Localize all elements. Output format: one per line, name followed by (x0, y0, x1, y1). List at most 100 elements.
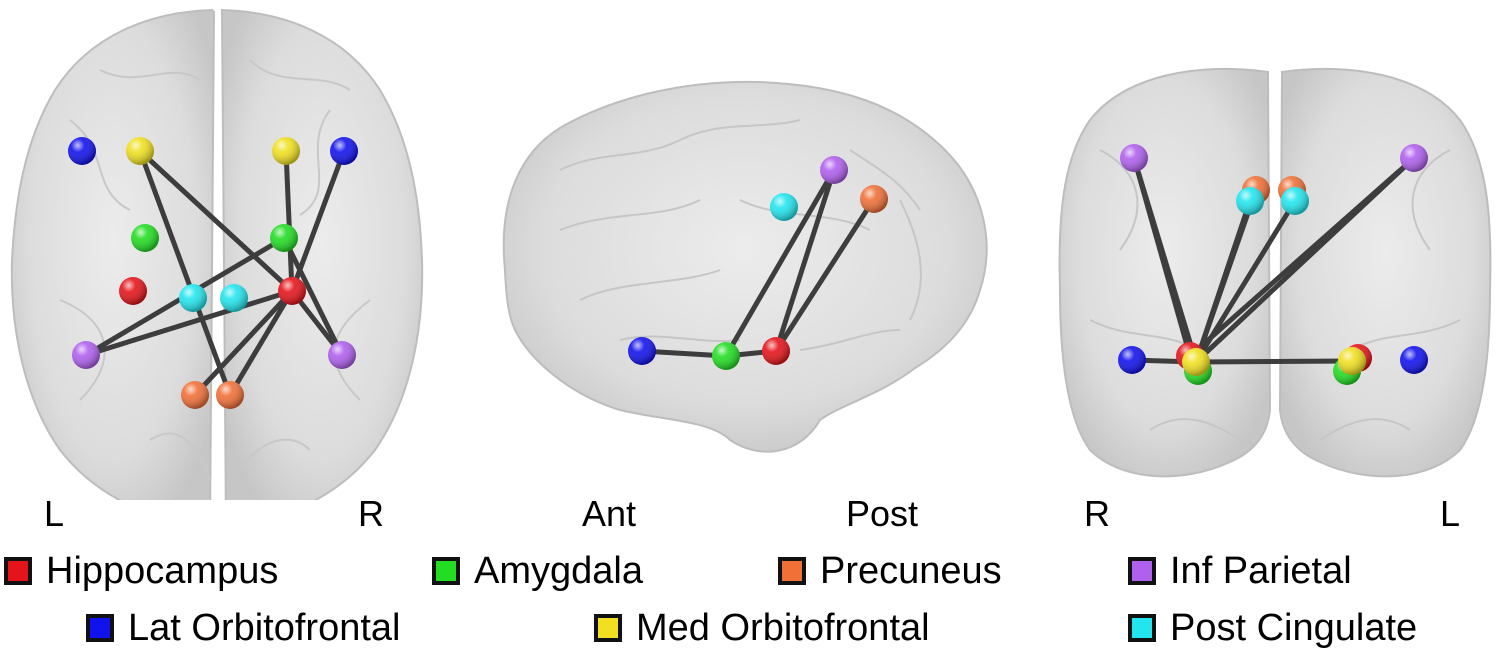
axial-right-hemisphere (221, 8, 424, 500)
coronal-right-label: R (1084, 493, 1110, 534)
axial-edge-hippocampus-r-precuneus-l (192, 288, 295, 398)
coronal-gyri (1089, 149, 1461, 441)
axial-edge-hippocampus-r-inf-parietal-l (83, 288, 295, 358)
sagittal-node-amygdala (712, 342, 740, 370)
axial-node-lat-orbitofrontal-r (330, 137, 358, 165)
sagittal-edges (639, 167, 877, 359)
axial-node-inf-parietal-r (328, 341, 356, 369)
axial-node-post-cingulate-r (220, 284, 248, 312)
legend-label-hippocampus: Hippocampus (46, 549, 279, 592)
axial-edge-amygdala-r-inf-parietal-r (281, 235, 345, 358)
axial-nodes (68, 137, 358, 409)
sagittal-node-inf-parietal (820, 156, 848, 184)
coronal-left-label: L (1440, 493, 1461, 534)
coronal-node-post-cingulate-l (1281, 187, 1309, 215)
axial-node-hippocampus-l (119, 277, 147, 305)
sagittal-posterior-label: Post (846, 493, 919, 534)
sagittal-brain-outline (502, 80, 988, 453)
sagittal-node-shine-post-cingulate (770, 193, 798, 221)
axial-node-amygdala-l (131, 224, 159, 252)
axial-node-shine-lat-orbitofrontal-r (330, 137, 358, 165)
coronal-node-inf-parietal-r (1120, 144, 1148, 172)
coronal-edge-med-orbitofrontal-r-inf-parietal-r (1131, 155, 1199, 365)
axial-view (10, 8, 424, 500)
legend-swatch-hippocampus (4, 557, 32, 585)
sagittal-node-shine-lat-orbitofrontal (628, 337, 656, 365)
legend-label-inf-parietal: Inf Parietal (1170, 549, 1352, 592)
coronal-node-post-cingulate-r (1236, 187, 1264, 215)
legend-label-lat-orbitofrontal: Lat Orbitofrontal (128, 606, 401, 649)
sagittal-edge-amygdala-inf-parietal (723, 167, 837, 359)
coronal-view (1058, 67, 1492, 478)
sagittal-edge-lat-orbitofrontal-amygdala (639, 348, 729, 359)
axial-edge-med-orbitofrontal-r-hippocampus-r (283, 148, 295, 294)
axial-node-shine-precuneus-l (181, 381, 209, 409)
coronal-node-shine-med-orbitofrontal-r (1182, 348, 1210, 376)
axial-node-med-orbitofrontal-r (272, 137, 300, 165)
sagittal-anterior-label: Ant (582, 493, 637, 534)
coronal-node-lat-orbitofrontal-r (1118, 346, 1146, 374)
axial-edge-med-orbitofrontal-l-precuneus-r (137, 148, 233, 398)
axial-left-hemisphere (10, 8, 216, 500)
axial-node-shine-med-orbitofrontal-l (126, 137, 154, 165)
legend-item-post-cingulate: Post Cingulate (1128, 603, 1417, 653)
axial-edge-med-orbitofrontal-l-hippocampus-r (137, 148, 295, 294)
axial-node-inf-parietal-l (72, 341, 100, 369)
sagittal-node-shine-inf-parietal (820, 156, 848, 184)
coronal-node-lat-orbitofrontal-l (1400, 346, 1428, 374)
coronal-edge-hippocampus-r-inf-parietal-l (1187, 155, 1417, 359)
coronal-node-shine-med-orbitofrontal-l (1338, 347, 1366, 375)
axial-node-shine-med-orbitofrontal-r (272, 137, 300, 165)
coronal-node-med-orbitofrontal-r (1182, 348, 1210, 376)
axial-right-label: R (358, 493, 384, 534)
sagittal-node-shine-amygdala (712, 342, 740, 370)
coronal-edges (1129, 155, 1417, 365)
coronal-nodes (1118, 144, 1428, 385)
axial-node-post-cingulate-l (179, 284, 207, 312)
axial-node-shine-lat-orbitofrontal-l (68, 137, 96, 165)
legend-swatch-precuneus (778, 557, 806, 585)
legend-label-amygdala: Amygdala (474, 549, 643, 592)
legend-swatch-inf-parietal (1128, 557, 1156, 585)
coronal-node-inf-parietal-l (1400, 144, 1428, 172)
sagittal-node-precuneus (860, 185, 888, 213)
axial-node-shine-hippocampus-l (119, 277, 147, 305)
sagittal-node-post-cingulate (770, 193, 798, 221)
coronal-node-shine-post-cingulate-r (1236, 187, 1264, 215)
legend-label-precuneus: Precuneus (820, 549, 1002, 592)
axial-left-label: L (44, 493, 65, 534)
axial-node-shine-post-cingulate-l (179, 284, 207, 312)
sagittal-nodes (628, 156, 888, 370)
axial-node-shine-post-cingulate-r (220, 284, 248, 312)
axial-node-shine-amygdala-r (270, 224, 298, 252)
legend-row-1: Hippocampus Amygdala Precuneus Inf Parie… (0, 546, 1500, 596)
legend-label-med-orbitofrontal: Med Orbitofrontal (636, 606, 930, 649)
axial-edge-hippocampus-r-precuneus-r (227, 288, 295, 398)
legend-swatch-med-orbitofrontal (594, 614, 622, 642)
legend-item-amygdala: Amygdala (432, 546, 643, 596)
coronal-edge-med-orbitofrontal-r-precuneus-r (1193, 187, 1259, 365)
sagittal-view (502, 80, 988, 453)
sagittal-node-shine-precuneus (860, 185, 888, 213)
coronal-node-shine-post-cingulate-l (1281, 187, 1309, 215)
axial-node-precuneus-r (216, 381, 244, 409)
axial-node-hippocampus-r (278, 277, 306, 305)
coronal-left-hemisphere (1278, 67, 1492, 478)
legend-label-post-cingulate: Post Cingulate (1170, 606, 1418, 649)
sagittal-node-shine-hippocampus (762, 337, 790, 365)
legend-item-med-orbitofrontal: Med Orbitofrontal (594, 603, 930, 653)
axial-node-med-orbitofrontal-l (126, 137, 154, 165)
sagittal-edge-hippocampus-precuneus (773, 196, 877, 354)
axial-node-lat-orbitofrontal-l (68, 137, 96, 165)
axial-node-shine-inf-parietal-l (72, 341, 100, 369)
legend-item-hippocampus: Hippocampus (4, 546, 278, 596)
coronal-node-shine-inf-parietal-l (1400, 144, 1428, 172)
coronal-node-shine-lat-orbitofrontal-l (1400, 346, 1428, 374)
coronal-node-shine-lat-orbitofrontal-r (1118, 346, 1146, 374)
axial-node-shine-precuneus-r (216, 381, 244, 409)
sagittal-node-lat-orbitofrontal (628, 337, 656, 365)
sagittal-node-hippocampus (762, 337, 790, 365)
axial-node-shine-amygdala-l (131, 224, 159, 252)
legend-swatch-amygdala (432, 557, 460, 585)
legend-swatch-lat-orbitofrontal (86, 614, 114, 642)
